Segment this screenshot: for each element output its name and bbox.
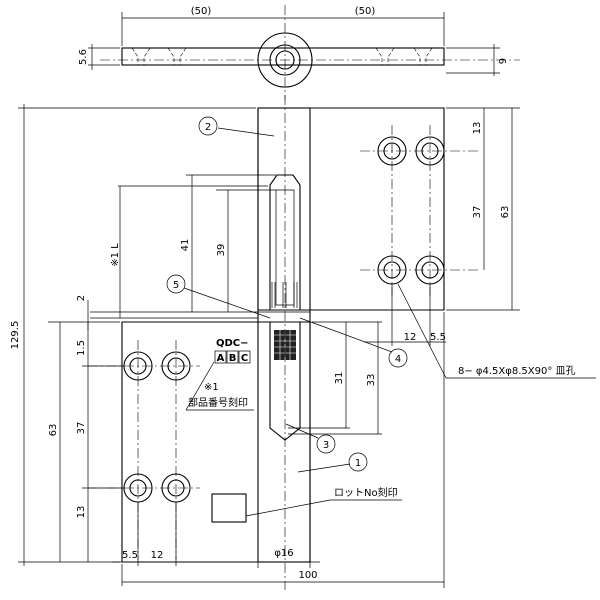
dim-pin-length-inner: 39 (216, 244, 227, 257)
dim-lower-hole-pitch: 37 (76, 422, 87, 435)
dim-lower-edge-gap: 12 (151, 550, 164, 561)
dim-barrel-height: 9 (498, 58, 509, 64)
callout-3 (316, 434, 336, 454)
svg-text:A: A (217, 353, 225, 364)
dim-width-right: (50) (355, 6, 376, 17)
hole-spec-note: 8− φ4.5Xφ8.5X90° 皿孔 (458, 365, 576, 377)
dim-upper-leaf-height: 63 (500, 206, 511, 219)
part-marking-note: 部品番号刻印 (188, 396, 248, 409)
dim-lower-outer: 33 (366, 374, 377, 387)
dim-width-left: (50) (191, 6, 212, 17)
pin-spring (271, 282, 298, 308)
dim-lower-inner: 31 (334, 372, 345, 385)
dim-lower-bottom-margin: 13 (76, 506, 87, 519)
upper-leaf (257, 107, 445, 311)
callout-1 (348, 452, 368, 472)
dim-upper-edge-margin: 5.5 (430, 332, 446, 343)
part-code-letters: A B C (214, 350, 251, 364)
dim-upper-edge-gap: 12 (404, 332, 417, 343)
callout-3-label: 3 (323, 440, 329, 451)
note-mark: ※1 (204, 382, 219, 393)
top-view-plate (121, 47, 445, 66)
dim-lower-edge-margin: 5.5 (122, 550, 138, 561)
callout-1-label: 1 (355, 458, 361, 469)
dim-pin-length-upper: 41 (180, 239, 191, 252)
pin-upper (269, 174, 301, 311)
dimensions: 129.5 13 37 63 12 5.5 41 39 ※1 L 2 (10, 104, 520, 588)
dim-lower-leaf-height: 63 (48, 424, 59, 437)
callout-2-label: 2 (205, 122, 211, 133)
dim-lower-top-margin: 1.5 (76, 340, 87, 356)
lot-number-box (211, 493, 247, 523)
dim-upper-hole-pitch: 37 (472, 206, 483, 219)
callout-4 (388, 348, 408, 368)
dim-upper-top-margin: 13 (472, 122, 483, 135)
dim-overall-width: 100 (298, 570, 317, 581)
callout-4-label: 4 (395, 354, 401, 365)
dim-total-height: 129.5 (10, 321, 21, 350)
dim-gap: 2 (76, 295, 87, 301)
notes: QDC− A B C ※1 部品番号刻印 ロットNo刻印 8− φ4.5Xφ8.… (185, 283, 596, 517)
dim-pin-note-L: ※1 L (110, 243, 121, 267)
callout-2 (198, 116, 218, 136)
pin-knurl (274, 330, 296, 360)
top-view-countersinks (131, 47, 433, 65)
dim-barrel-diameter: φ16 (274, 548, 293, 559)
lower-holes (88, 340, 200, 560)
part-code: QDC− (216, 338, 249, 349)
dim-thickness: 5.6 (78, 49, 89, 65)
top-view: (50) (50) 5.6 9 (78, 5, 520, 100)
callout-5 (166, 274, 186, 294)
callouts: 2 5 4 3 1 (166, 116, 408, 473)
front-view (88, 95, 480, 590)
svg-text:C: C (241, 353, 248, 364)
lot-marking-note: ロットNo刻印 (334, 486, 398, 499)
upper-holes (360, 125, 480, 296)
callout-5-label: 5 (173, 280, 179, 291)
svg-text:B: B (229, 353, 237, 364)
